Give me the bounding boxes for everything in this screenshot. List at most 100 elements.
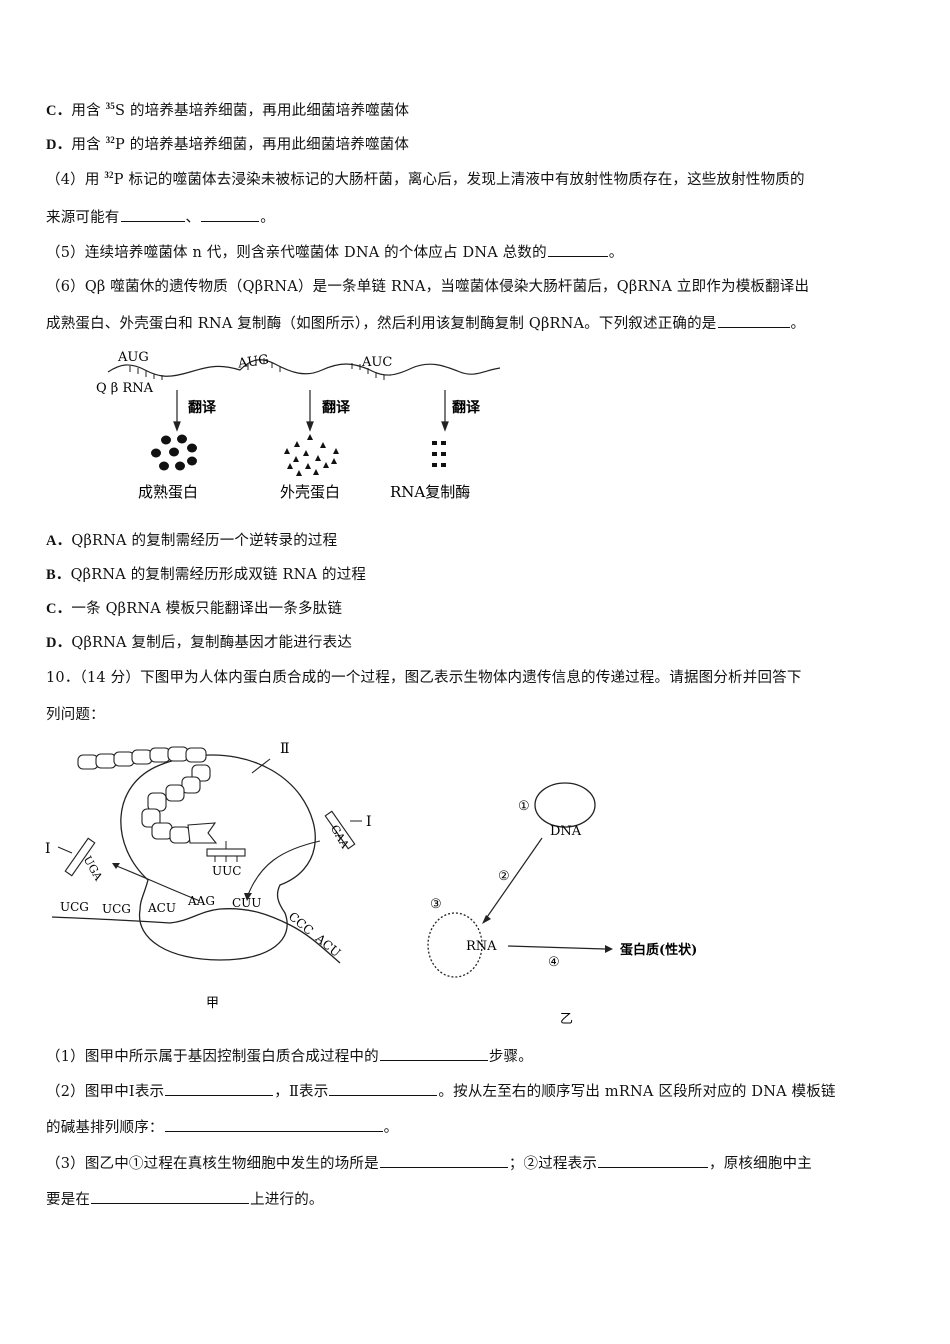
q10-intro-line1: 10．（14 分）下图甲为人体内蛋白质合成的一个过程，图乙表示生物体内遗传信息的… (46, 668, 802, 688)
answer-blank[interactable] (379, 1046, 488, 1061)
q9-sub6-line2: 成熟蛋白、外壳蛋白和 RNA 复制酶（如图所示），然后利用该复制酶复制 QβRN… (46, 313, 805, 334)
dna-node: DNA (550, 824, 582, 839)
codon-label: CUU (232, 896, 261, 910)
question-text: 上进行的。 (250, 1192, 324, 1208)
option-label: A． (46, 533, 72, 549)
translate-label: 翻译 (322, 399, 351, 416)
punctuation: 。 (260, 210, 275, 226)
answer-blank[interactable] (164, 1117, 383, 1132)
option-text: 一条 QβRNA 模板只能翻译出一条多肽链 (71, 601, 343, 617)
codon-label: ACU (147, 901, 176, 915)
option-label: C． (46, 601, 72, 617)
option-text: QβRNA 复制后，复制酶基因才能进行表达 (71, 635, 353, 651)
step-2-label: ② (498, 869, 510, 884)
answer-blank[interactable] (120, 207, 185, 222)
punctuation: 。 (790, 316, 806, 332)
q9-sub5: （5）连续培养噬菌体 n 代，则含亲代噬菌体 DNA 的个体应占 DNA 总数的… (46, 242, 624, 263)
question-text: （1）图甲中所示属于基因控制蛋白质合成过程中的 (46, 1049, 379, 1065)
q10-sub2-line2: 的碱基排列顺序： 。 (46, 1117, 398, 1138)
question-text: ，原核细胞中主 (709, 1156, 812, 1172)
q9-option-a[interactable]: A．QβRNA 的复制需经历一个逆转录的过程 (46, 531, 337, 551)
answer-blank[interactable] (598, 1153, 709, 1168)
codon-label: UCG (60, 900, 89, 914)
question-text: 步骤。 (488, 1049, 533, 1065)
question-text: ，Ⅱ表示 (274, 1084, 329, 1100)
option-text: QβRNA 的复制需经历一个逆转录的过程 (71, 533, 338, 549)
q10-intro-line2: 列问题： (46, 707, 105, 723)
question-text: （5）连续培养噬菌体 n 代，则含亲代噬菌体 DNA 的个体应占 DNA 总数的 (46, 245, 547, 261)
answer-blank[interactable] (329, 1081, 438, 1096)
rna-node: RNA (466, 939, 497, 954)
codon-label: AUG (236, 352, 270, 371)
option-text: QβRNA 的复制需经历形成双链 RNA 的过程 (70, 567, 367, 583)
option-label: C． (46, 103, 72, 119)
answer-blank[interactable] (165, 1081, 274, 1096)
question-number: 10．（14 分） (46, 670, 141, 686)
step-1-label: ① (518, 799, 530, 814)
q9-sub4-line2: 来源可能有、。 (46, 207, 275, 228)
punctuation: 。 (383, 1120, 399, 1136)
option-text: 用含 (71, 103, 106, 119)
codon-label: AUG (117, 350, 149, 365)
answer-blank[interactable] (91, 1189, 250, 1204)
product-label: 外壳蛋白 (280, 483, 340, 501)
isotope-superscript: 32 (105, 135, 115, 145)
translate-label: 翻译 (452, 399, 481, 416)
question-text: 来源可能有 (46, 210, 120, 226)
option-label: D． (46, 137, 72, 153)
qb-rna-diagram: AUG AUG AUC Q β RNA 翻译 翻译 翻译 (96, 350, 501, 501)
mature-protein-icon (151, 434, 197, 471)
isotope-superscript: 35 (105, 101, 115, 111)
anticodon-label: UUC (212, 864, 241, 878)
q9-option-c2[interactable]: C．一条 QβRNA 模板只能翻译出一条多肽链 (46, 599, 342, 619)
anticodon-label: UGA (81, 854, 106, 884)
question-text: 。按从左至右的顺序写出 mRNA 区段所对应的 DNA 模板链 (438, 1084, 836, 1100)
answer-blank[interactable] (547, 242, 608, 257)
label-trna: I (366, 814, 372, 830)
q10-sub3-line1: （3）图乙中①过程在真核生物细胞中发生的场所是 ；②过程表示 ，原核细胞中主 (46, 1153, 812, 1174)
answer-blank[interactable] (379, 1153, 508, 1168)
option-text: P 的培养基培养细菌，再用此细菌培养噬菌体 (115, 137, 410, 153)
question-text: 要是在 (46, 1192, 91, 1208)
codon-label: UCG (102, 902, 131, 916)
q10-sub2-line1: （2）图甲中Ⅰ表示，Ⅱ表示。按从左至右的顺序写出 mRNA 区段所对应的 DNA… (46, 1081, 836, 1102)
answer-blank[interactable] (717, 313, 790, 328)
step-4-label: ④ (548, 955, 560, 970)
codon-label: ACU (312, 931, 343, 960)
option-label: D． (46, 635, 72, 651)
label-ribosome: Ⅱ (280, 741, 290, 757)
question-text: P 标记的噬菌体去浸染未被标记的大肠杆菌，离心后，发现上清液中有放射性物质存在，… (113, 172, 805, 188)
answer-blank[interactable] (201, 207, 260, 222)
option-label: B． (46, 567, 71, 583)
question-text: 成熟蛋白、外壳蛋白和 RNA 复制酶（如图所示），然后利用该复制酶复制 QβRN… (46, 316, 717, 332)
isotope-superscript: 32 (104, 170, 114, 180)
option-text: 用含 (71, 137, 106, 153)
q10-sub3-line2: 要是在 上进行的。 (46, 1189, 324, 1210)
figure-caption: 乙 (560, 1012, 573, 1027)
question-text: （3）图乙中①过程在真核生物细胞中发生的场所是 (46, 1156, 379, 1172)
q10-sub1: （1）图甲中所示属于基因控制蛋白质合成过程中的 步骤。 (46, 1046, 533, 1067)
rna-label: Q β RNA (96, 381, 154, 396)
q9-sub6-line1: （6）Qβ 噬菌休的遗传物质（QβRNA）是一条单链 RNA，当噬菌体侵染大肠杆… (46, 279, 810, 295)
codon-label: CCC (286, 909, 316, 937)
question-text: 下图甲为人体内蛋白质合成的一个过程，图乙表示生物体内遗传信息的传递过程。请据图分… (140, 670, 802, 686)
product-label: RNA复制酶 (390, 483, 470, 501)
codon-label: AUC (361, 355, 392, 370)
question-text: （4）用 (46, 172, 105, 188)
q9-option-d: D．用含 32P 的培养基培养细菌，再用此细菌培养噬菌体 (46, 135, 409, 155)
central-dogma-diagram: ① DNA ② ③ RNA ④ 蛋白质(性状) 乙 (427, 782, 697, 1027)
question-text: ；②过程表示 (508, 1156, 598, 1172)
option-text: S 的培养基培养细菌，再用此细菌培养噬菌体 (115, 103, 410, 119)
figure-caption: 甲 (206, 996, 219, 1011)
protein-node: 蛋白质(性状) (620, 942, 697, 958)
figure-yi: ① DNA ② ③ RNA ④ 蛋白质(性状) 乙 (410, 760, 740, 1030)
q9-option-d2[interactable]: D．QβRNA 复制后，复制酶基因才能进行表达 (46, 633, 352, 653)
punctuation: 。 (608, 245, 624, 261)
rna-replicase-icon (432, 441, 446, 467)
step-3-label: ③ (430, 897, 442, 912)
coat-protein-icon (284, 434, 339, 476)
question-text: 的碱基排列顺序： (46, 1120, 164, 1136)
q9-option-b[interactable]: B．QβRNA 的复制需经历形成双链 RNA 的过程 (46, 565, 366, 585)
product-label: 成熟蛋白 (138, 483, 198, 501)
q9-option-c: C．用含 35S 的培养基培养细菌，再用此细菌培养噬菌体 (46, 101, 409, 121)
